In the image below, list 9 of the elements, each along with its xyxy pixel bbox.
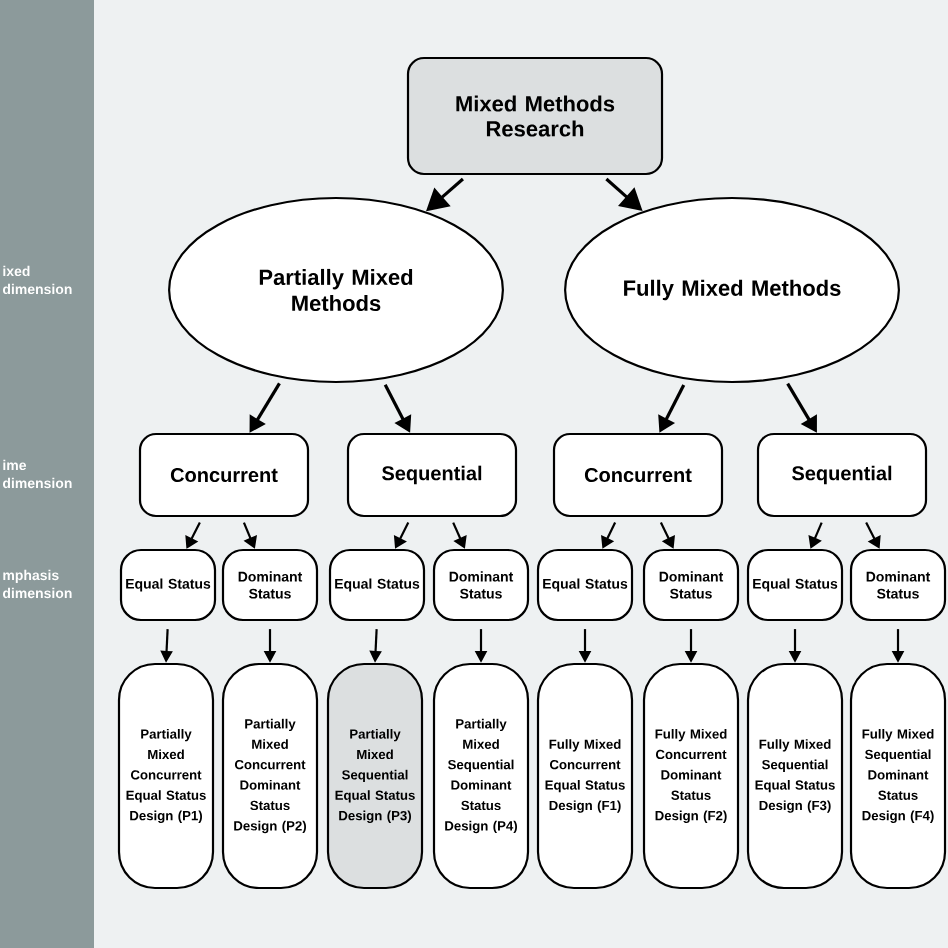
arrow — [659, 522, 675, 549]
time-box: Concurrent — [552, 432, 724, 518]
arrow — [865, 521, 881, 549]
arrow — [185, 521, 201, 549]
arrow — [601, 522, 617, 549]
root-box: Mixed Methods Research — [406, 56, 664, 176]
time-box: Concurrent — [138, 432, 310, 518]
time-box: Sequential — [756, 432, 928, 518]
time-box: Sequential — [346, 432, 518, 518]
